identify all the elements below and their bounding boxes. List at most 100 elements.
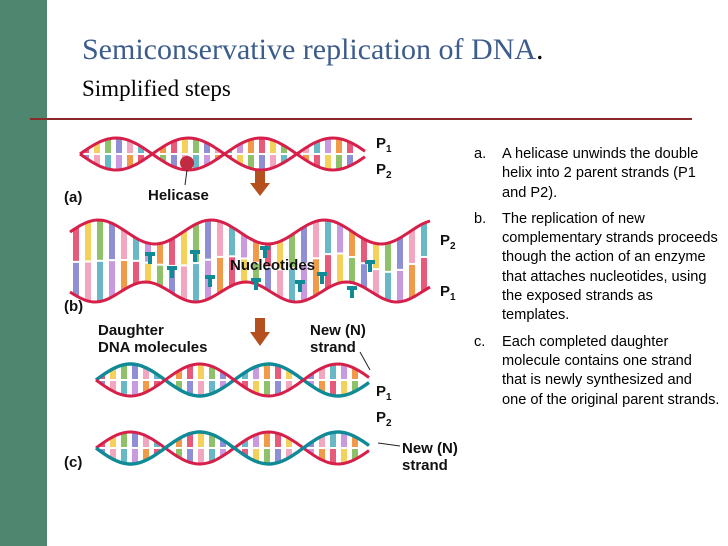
base-block bbox=[352, 368, 358, 379]
base-block bbox=[193, 224, 199, 263]
base-block bbox=[132, 381, 138, 396]
base-block bbox=[85, 262, 91, 302]
base-block bbox=[204, 142, 210, 153]
base-block bbox=[133, 238, 139, 260]
base-block bbox=[336, 138, 342, 153]
helix-b bbox=[69, 218, 431, 304]
free-nucleotide bbox=[298, 284, 302, 292]
base-block bbox=[132, 432, 138, 447]
base-block bbox=[325, 138, 331, 153]
base-block bbox=[209, 434, 215, 447]
base-block bbox=[253, 449, 259, 462]
base-block bbox=[121, 449, 127, 464]
base-block bbox=[105, 138, 111, 153]
base-block bbox=[157, 243, 163, 264]
base-block bbox=[110, 449, 116, 460]
helix-c1 bbox=[94, 362, 370, 398]
base-block bbox=[204, 155, 210, 166]
base-block bbox=[229, 227, 235, 256]
label-p1-c: P1 bbox=[376, 383, 392, 403]
base-block bbox=[181, 231, 187, 265]
base-block bbox=[154, 381, 160, 386]
base-block bbox=[160, 146, 166, 153]
base-block bbox=[397, 270, 403, 302]
base-block bbox=[275, 449, 281, 463]
helicase-pointer bbox=[184, 169, 188, 186]
base-block bbox=[121, 432, 127, 447]
base-block bbox=[121, 381, 127, 396]
base-block bbox=[121, 364, 127, 379]
label-p2-a: P2 bbox=[376, 161, 392, 181]
base-block bbox=[275, 365, 281, 379]
parent-strand-b-top bbox=[69, 218, 431, 246]
base-block bbox=[138, 146, 144, 153]
base-block bbox=[209, 381, 215, 394]
parent-strand-c2 bbox=[95, 430, 370, 466]
free-nucleotide bbox=[193, 254, 197, 262]
base-block bbox=[143, 367, 149, 379]
base-block bbox=[337, 224, 343, 253]
base-block bbox=[341, 449, 347, 464]
sidebar-edge bbox=[47, 0, 49, 390]
down-arrow-2 bbox=[250, 318, 270, 346]
base-block bbox=[132, 449, 138, 464]
base-block bbox=[237, 155, 243, 164]
base-block bbox=[121, 260, 127, 290]
base-block bbox=[330, 381, 336, 396]
new-strand-label-bottom-line1: New (N) bbox=[402, 440, 458, 457]
base-block bbox=[154, 442, 160, 447]
base-block bbox=[110, 368, 116, 379]
new-strand-c2 bbox=[94, 430, 370, 466]
base-block bbox=[264, 364, 270, 379]
free-nucleotide bbox=[208, 279, 212, 287]
base-block bbox=[229, 257, 235, 286]
base-block bbox=[264, 381, 270, 396]
base-block bbox=[85, 221, 91, 261]
base-block bbox=[349, 231, 355, 257]
base-block bbox=[303, 147, 309, 153]
base-block bbox=[352, 449, 358, 460]
steps-list: a.A helicase unwinds the double helix in… bbox=[468, 145, 720, 417]
base-block bbox=[187, 449, 193, 463]
base-block bbox=[116, 138, 122, 153]
base-block bbox=[209, 449, 215, 462]
base-block bbox=[361, 239, 367, 263]
free-nucleotide bbox=[190, 250, 200, 254]
new-strand-label-bottom-line2: strand bbox=[402, 457, 448, 474]
new-strand-c1 bbox=[94, 362, 370, 398]
free-nucleotide bbox=[254, 282, 258, 290]
base-block bbox=[337, 254, 343, 283]
step-item: c.Each completed daughter molecule conta… bbox=[468, 333, 720, 410]
parent-strand-a-bottom bbox=[79, 136, 366, 172]
step-marker: a. bbox=[474, 146, 487, 162]
title-rule bbox=[30, 118, 692, 120]
label-p2-c: P2 bbox=[376, 409, 392, 429]
base-block bbox=[319, 368, 325, 379]
base-block bbox=[281, 155, 287, 163]
free-nucleotide bbox=[320, 276, 324, 284]
base-block bbox=[248, 155, 254, 169]
base-block bbox=[73, 262, 79, 296]
base-block bbox=[325, 155, 331, 170]
base-block bbox=[313, 259, 319, 296]
helix-a bbox=[79, 136, 366, 186]
base-block bbox=[127, 140, 133, 153]
base-block bbox=[286, 449, 292, 458]
base-block bbox=[303, 155, 309, 161]
sidebar-band bbox=[0, 0, 47, 546]
base-block bbox=[198, 381, 204, 396]
base-block bbox=[198, 432, 204, 447]
base-block bbox=[143, 435, 149, 447]
free-nucleotides bbox=[145, 246, 375, 298]
base-block bbox=[181, 266, 187, 300]
base-block bbox=[373, 270, 379, 295]
new-strand-label-top-line2: strand bbox=[310, 339, 356, 356]
label-a: (a) bbox=[64, 189, 82, 206]
free-nucleotide bbox=[205, 275, 215, 279]
base-block bbox=[176, 381, 182, 390]
base-block bbox=[105, 155, 111, 170]
base-block bbox=[330, 432, 336, 447]
base-block bbox=[193, 264, 199, 302]
new-strand-pointer-bottom bbox=[377, 442, 401, 447]
base-block bbox=[110, 381, 116, 392]
